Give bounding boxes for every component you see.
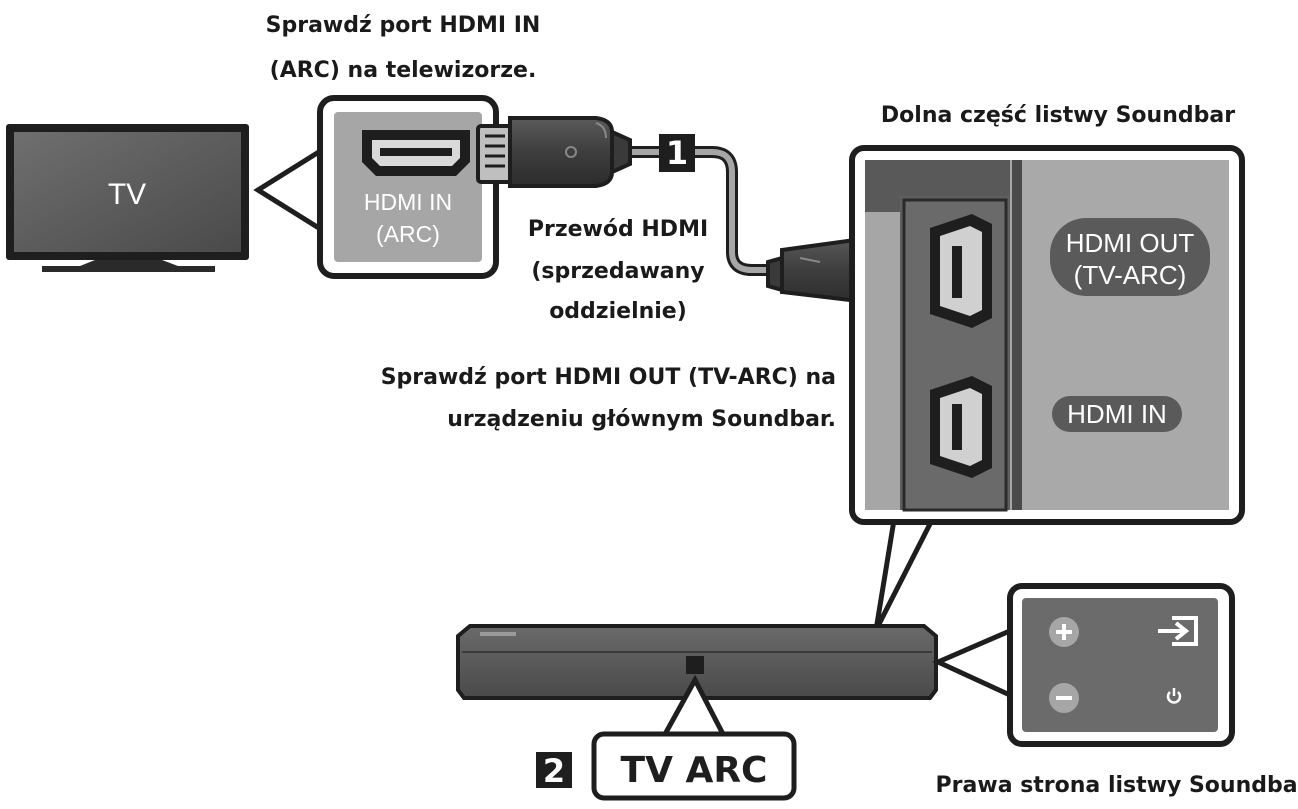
tv-arc-display-box — [591, 731, 797, 801]
step-2-number: 2 — [543, 752, 565, 790]
tv-screen — [14, 132, 241, 252]
soundbar-hdmi-in-port-icon — [930, 376, 992, 478]
soundbar-bottom-callout-pointer — [873, 517, 937, 632]
cable-label-line3: oddzielnie) — [549, 299, 687, 324]
tv: TV — [6, 124, 249, 272]
plus-icon — [1049, 617, 1079, 647]
soundbar-port-note-line2: urządzeniu głównym Soundbar. — [447, 407, 836, 432]
soundbar-hdmi-out-port-icon — [930, 214, 992, 328]
hdmi-out-label-line2: (TV-ARC) — [1074, 260, 1187, 290]
soundbar-side-panel — [1007, 583, 1235, 747]
soundbar — [456, 624, 938, 700]
step-1-badge — [659, 134, 695, 172]
step-1-number: 1 — [666, 134, 688, 172]
hdmi-in-label-pill — [1052, 396, 1182, 432]
hdmi-out-label-line1: HDMI OUT — [1066, 228, 1195, 258]
soundbar-bottom-title: Dolna część listwy Soundbar — [881, 103, 1235, 128]
hdmi-in-label: HDMI IN — [1067, 399, 1167, 429]
tv-hdmi-port-icon — [362, 130, 470, 176]
tv-port-caption-line1: Sprawdź port HDMI IN — [266, 13, 541, 38]
soundbar-logo — [480, 632, 516, 636]
tv-port-label-line2: (ARC) — [376, 221, 440, 247]
soundbar-display — [686, 656, 704, 674]
tv-arc-display-text: TV ARC — [621, 750, 768, 791]
soundbar-side-title: Prawa strona listwy Soundbar — [936, 773, 1298, 798]
cable-label-line2: (sprzedawany — [531, 259, 704, 284]
power-icon — [1166, 688, 1182, 704]
tv-callout-pointer — [253, 145, 325, 235]
tv-stand — [42, 260, 215, 272]
tv-port-label-line1: HDMI IN — [364, 189, 452, 215]
tv-port-caption-line2: (ARC) na telewizorze. — [270, 58, 537, 83]
side-panel-callout-pointer — [931, 626, 1015, 700]
hdmi-out-label-pill — [1050, 218, 1210, 296]
soundbar-port-note-line1: Sprawdź port HDMI OUT (TV-ARC) na — [381, 365, 836, 390]
hdmi-plug-tv — [476, 116, 632, 188]
cable-label-line1: Przewód HDMI — [528, 217, 708, 242]
step-2-badge — [536, 752, 572, 788]
minus-icon — [1049, 683, 1079, 713]
tv-port-panel: HDMI IN (ARC) — [317, 95, 499, 279]
soundbar-bottom-panel: HDMI OUT (TV-ARC) HDMI IN — [849, 145, 1245, 525]
tv-label: TV — [108, 178, 146, 211]
input-source-icon — [1158, 616, 1198, 646]
